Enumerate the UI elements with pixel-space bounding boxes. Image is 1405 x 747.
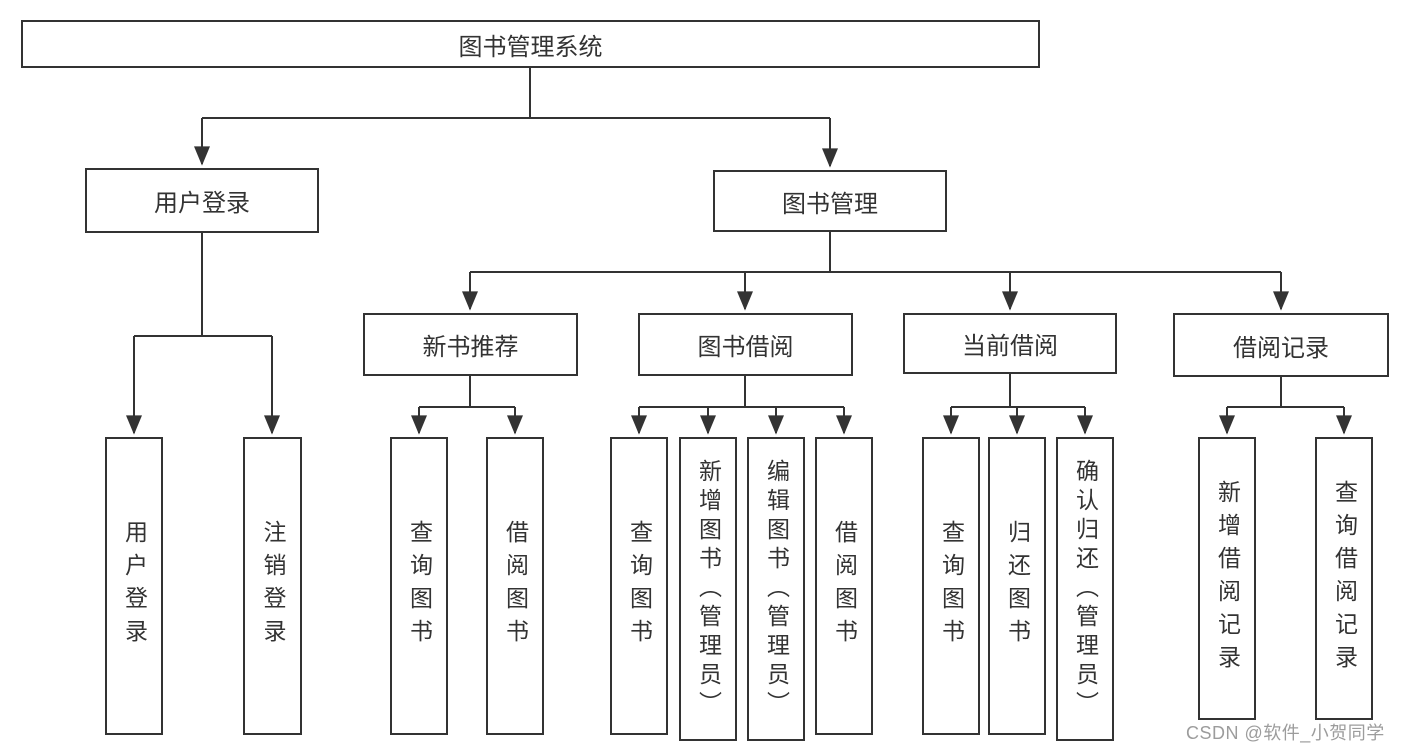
- leaf-query-borrow-record: 查询借阅记录: [1315, 437, 1373, 720]
- leaf-confirm-return-admin-label: 确认归还（管理员）: [1072, 458, 1099, 720]
- leaf-query-books-borrowing: 查询图书: [610, 437, 668, 735]
- leaf-confirm-return-admin: 确认归还（管理员）: [1056, 437, 1114, 741]
- leaf-query-books-current-label: 查询图书: [938, 520, 965, 652]
- leaf-query-books-borrowing-label: 查询图书: [626, 520, 653, 652]
- leaf-edit-books-admin-label: 编辑图书（管理员）: [763, 458, 790, 720]
- leaf-logout: 注销登录: [243, 437, 302, 735]
- node-borrowing-records-label: 借阅记录: [1233, 334, 1329, 362]
- leaf-return-books-label: 归还图书: [1004, 520, 1031, 652]
- node-user-login-label: 用户登录: [154, 190, 250, 217]
- node-borrowing-records: 借阅记录: [1173, 313, 1389, 377]
- node-new-book-recommend-label: 新书推荐: [422, 334, 519, 361]
- leaf-user-login-label: 用户登录: [121, 520, 148, 652]
- leaf-borrow-books-recommend: 借阅图书: [486, 437, 544, 735]
- leaf-add-books-admin-label: 新增图书（管理员）: [695, 458, 722, 720]
- leaf-add-borrow-record: 新增借阅记录: [1198, 437, 1256, 720]
- leaf-borrow-books-borrowing-label: 借阅图书: [831, 520, 858, 652]
- leaf-add-books-admin: 新增图书（管理员）: [679, 437, 737, 741]
- node-current-borrowing: 当前借阅: [903, 313, 1117, 374]
- leaf-query-borrow-record-label: 查询借阅记录: [1331, 479, 1358, 678]
- node-book-borrowing-label: 图书借阅: [697, 334, 794, 361]
- node-root-label: 图书管理系统: [458, 33, 603, 61]
- node-root: 图书管理系统: [21, 20, 1040, 68]
- node-new-book-recommend: 新书推荐: [363, 313, 578, 376]
- leaf-edit-books-admin: 编辑图书（管理员）: [747, 437, 805, 741]
- leaf-add-borrow-record-label: 新增借阅记录: [1214, 479, 1241, 678]
- leaf-query-books-current: 查询图书: [922, 437, 980, 735]
- node-user-login: 用户登录: [85, 168, 319, 233]
- leaf-return-books: 归还图书: [988, 437, 1046, 735]
- leaf-user-login: 用户登录: [105, 437, 163, 735]
- leaf-query-books-recommend: 查询图书: [390, 437, 448, 735]
- node-book-borrowing: 图书借阅: [638, 313, 853, 376]
- leaf-query-books-recommend-label: 查询图书: [406, 520, 433, 652]
- leaf-logout-label: 注销登录: [260, 520, 286, 652]
- leaf-borrow-books-borrowing: 借阅图书: [815, 437, 873, 735]
- node-book-management: 图书管理: [713, 170, 947, 232]
- node-current-borrowing-label: 当前借阅: [962, 333, 1058, 360]
- leaf-borrow-books-recommend-label: 借阅图书: [502, 520, 529, 652]
- node-book-management-label: 图书管理: [782, 190, 878, 218]
- watermark: CSDN @软件_小贺同学: [1186, 723, 1385, 743]
